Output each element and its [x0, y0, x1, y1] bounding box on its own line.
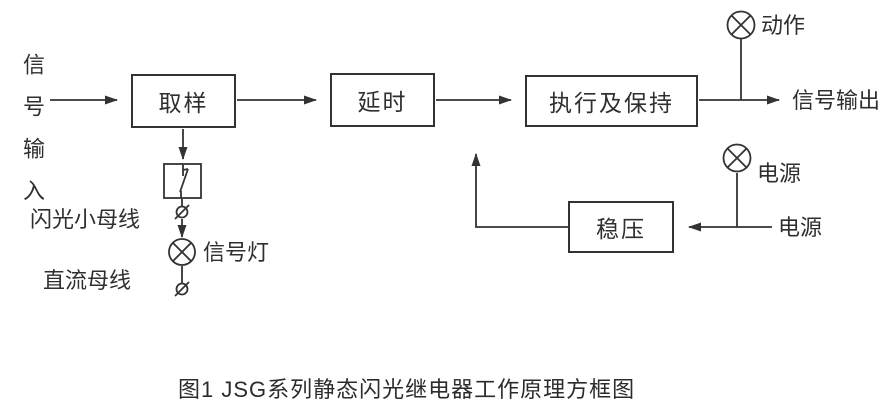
- block-delay: 延时: [330, 73, 435, 127]
- label-flash-bus: 闪光小母线: [30, 207, 141, 232]
- block-voltage-regulator: 稳压: [568, 201, 674, 253]
- signal-lamp-icon: [168, 238, 196, 266]
- arrow-regulator-feedback: [471, 153, 568, 228]
- switch-box-icon: [163, 163, 202, 199]
- label-signal-output: 信号输出: [792, 88, 881, 113]
- block-sampling: 取样: [131, 74, 236, 128]
- action-lamp-icon: [726, 10, 756, 40]
- power-lamp-icon: [722, 143, 752, 173]
- terminal-dc-bus-icon: [174, 281, 190, 297]
- block-execute-hold: 执行及保持: [525, 75, 698, 127]
- label-signal-lamp: 信号灯: [203, 240, 270, 265]
- label-power-lamp: 电源: [757, 161, 802, 186]
- label-signal-input: 信号输入: [20, 53, 45, 221]
- label-dc-bus: 直流母线: [43, 268, 132, 293]
- figure-caption: 图1 JSG系列静态闪光继电器工作原理方框图: [178, 377, 636, 402]
- label-action-lamp: 动作: [761, 13, 806, 38]
- terminal-flash-bus-icon: [174, 204, 190, 220]
- label-power-source: 电源: [778, 215, 823, 240]
